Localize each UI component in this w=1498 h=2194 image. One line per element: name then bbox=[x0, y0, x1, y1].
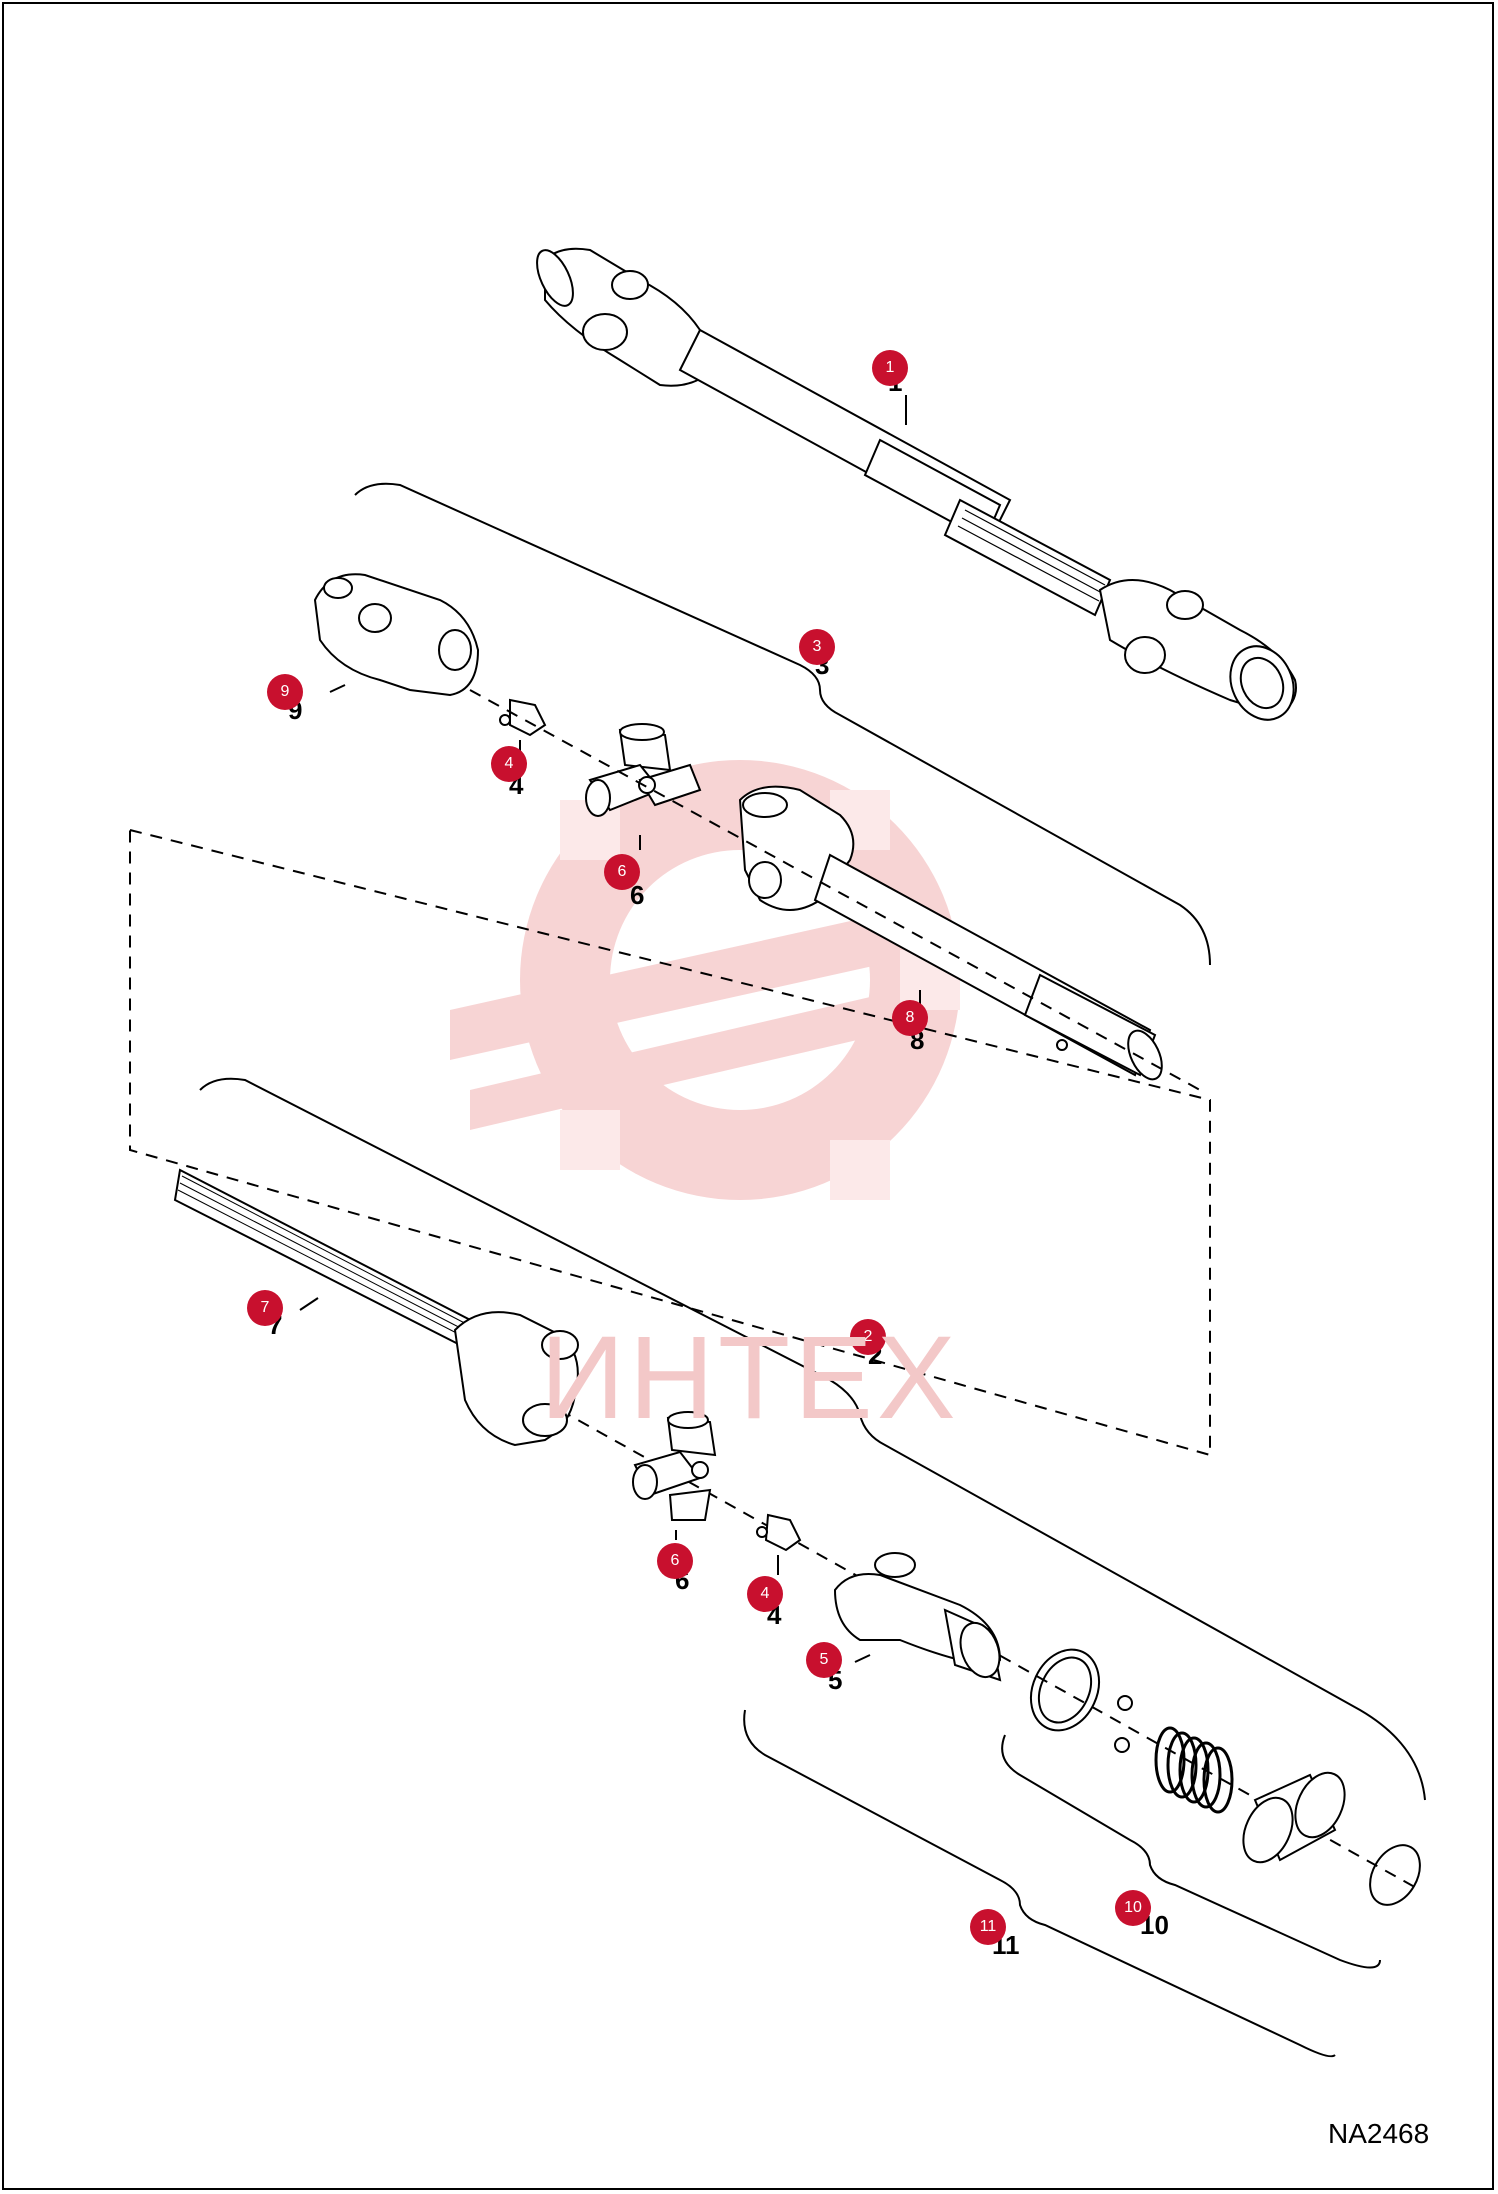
callout-part-10[interactable]: 10 bbox=[1115, 1890, 1151, 1926]
group-bracket-part-11 bbox=[743, 1709, 1336, 2058]
callout-part-11[interactable]: 11 bbox=[970, 1909, 1006, 1945]
callout-part-5[interactable]: 5 bbox=[806, 1642, 842, 1678]
cross-journal-part-6-upper bbox=[585, 723, 702, 850]
splined-yoke-part-5 bbox=[833, 1552, 1002, 1682]
group-bracket-part-3 bbox=[354, 482, 1211, 966]
bearing-collar bbox=[1242, 1771, 1346, 1864]
callout-part-6-lower[interactable]: 6 bbox=[657, 1543, 693, 1579]
grease-fitting-part-4-lower bbox=[756, 1513, 802, 1575]
callout-part-2[interactable]: 2 bbox=[850, 1319, 886, 1355]
detent-balls bbox=[1114, 1695, 1133, 1753]
callout-part-9[interactable]: 9 bbox=[267, 674, 303, 710]
yoke-part-9 bbox=[313, 573, 480, 697]
group-bracket-part-2 bbox=[199, 1077, 1426, 1801]
callout-part-4-upper[interactable]: 4 bbox=[491, 746, 527, 782]
watermark-text: ИНТЕХ bbox=[540, 1312, 960, 1444]
cross-journal-part-6-lower bbox=[632, 1411, 717, 1540]
splined-shaft-part-7 bbox=[173, 1168, 579, 1447]
drawing-id-label: NA2468 bbox=[1328, 2118, 1430, 2149]
part-label-6-upper: 6 bbox=[630, 880, 645, 910]
group-bracket-part-10 bbox=[1001, 1734, 1381, 1969]
snap-ring bbox=[1369, 1844, 1421, 1906]
grease-fitting-part-4-upper bbox=[499, 698, 547, 755]
outer-tube-part-8 bbox=[738, 785, 1163, 1081]
spring-coil bbox=[1154, 1726, 1234, 1814]
callout-part-6-upper[interactable]: 6 bbox=[604, 854, 640, 890]
callout-part-4-lower[interactable]: 4 bbox=[747, 1576, 783, 1612]
shaft-assembly-part-1 bbox=[536, 247, 1297, 721]
callout-part-7[interactable]: 7 bbox=[247, 1290, 283, 1326]
callout-part-8[interactable]: 8 bbox=[892, 1000, 928, 1036]
seal-ring bbox=[1029, 1648, 1101, 1732]
callout-part-1[interactable]: 1 bbox=[872, 350, 908, 386]
watermark-gear-logo bbox=[450, 760, 960, 1200]
callout-part-3[interactable]: 3 bbox=[799, 629, 835, 665]
